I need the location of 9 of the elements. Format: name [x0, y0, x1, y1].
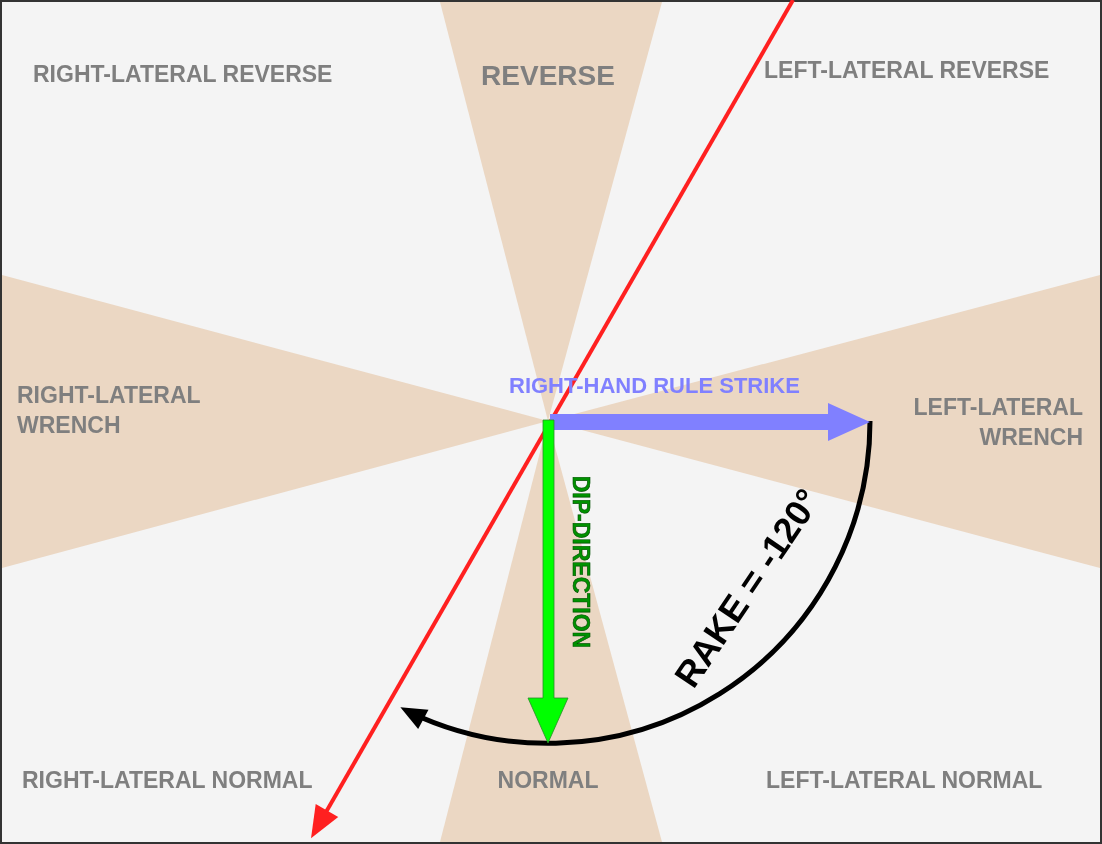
zone-label: NORMAL	[496, 766, 600, 795]
axis-label: DIP-DIRECTION	[566, 474, 595, 651]
zone-label: LEFT-LATERAL WRENCH	[912, 393, 1083, 452]
zone-label: RIGHT-LATERAL NORMAL	[22, 766, 314, 795]
zone-label: LEFT-LATERAL NORMAL	[766, 766, 1044, 795]
zone-label: LEFT-LATERAL REVERSE	[764, 56, 1051, 85]
zone-label: RIGHT-LATERAL REVERSE	[33, 60, 334, 89]
zone-label: RIGHT-LATERAL WRENCH	[17, 381, 202, 440]
zone-label: REVERSE	[480, 59, 616, 93]
